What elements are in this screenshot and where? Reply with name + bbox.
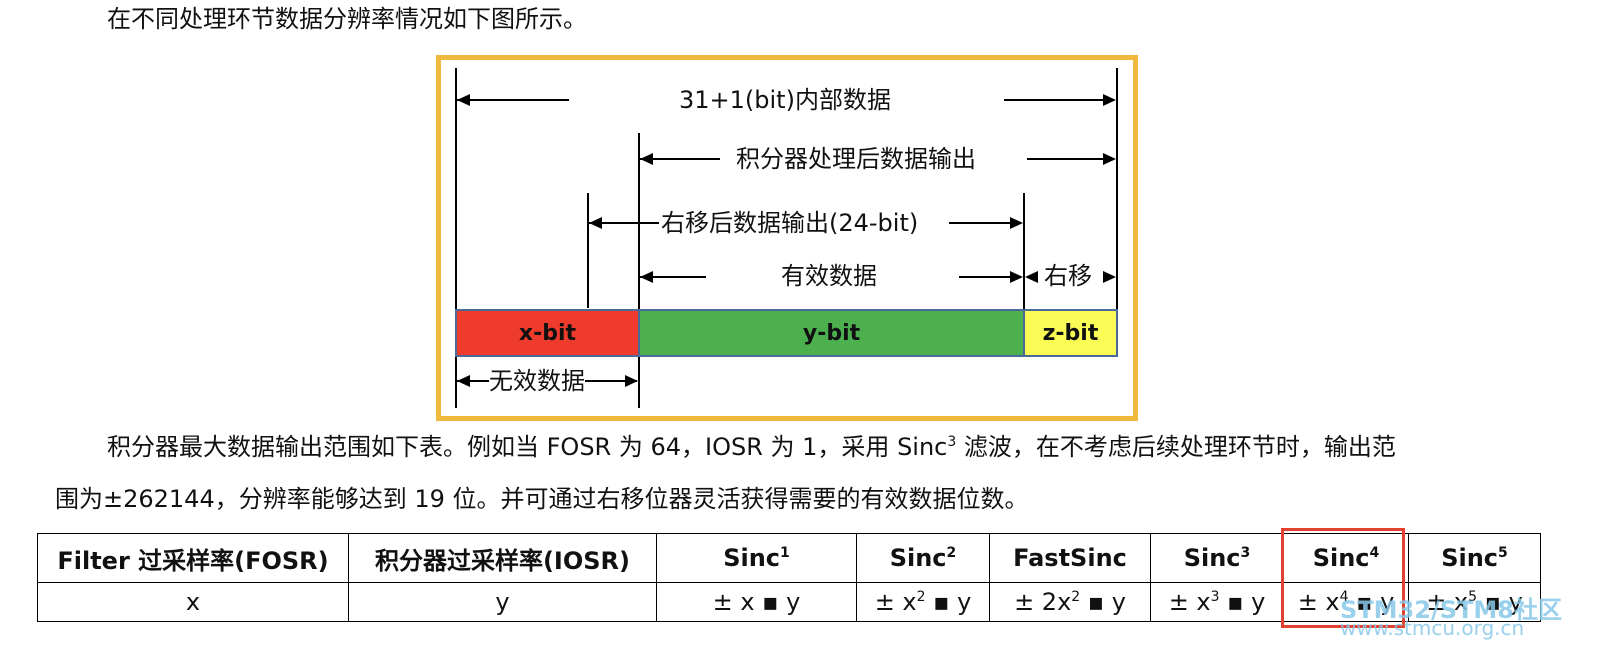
watermark-title: STM32/STM8社区 bbox=[1340, 596, 1562, 624]
label-invalid-data: 无效数据 bbox=[489, 366, 585, 396]
header-sinc5: Sinc5 bbox=[1408, 533, 1541, 583]
header-fosr: Filter 过采样率(FOSR) bbox=[37, 533, 349, 583]
boundary-line-shift bbox=[587, 193, 589, 308]
boundary-line-right bbox=[1116, 68, 1118, 310]
header-sinc1: Sinc1 bbox=[656, 533, 857, 583]
boundary-line-z bbox=[1023, 193, 1025, 311]
label-shift: 右移 bbox=[1044, 261, 1092, 291]
data-resolution-diagram: 31+1(bit)内部数据 积分器处理后数据输出 右移后数据输出(24-bit)… bbox=[436, 55, 1138, 421]
header-iosr: 积分器过采样率(IOSR) bbox=[348, 533, 657, 583]
cell-fosr: x bbox=[37, 582, 349, 622]
sinc4-highlight-box bbox=[1281, 528, 1405, 628]
intro-text: 在不同处理环节数据分辨率情况如下图所示。 bbox=[107, 5, 587, 33]
arrow-valid-left bbox=[640, 276, 706, 278]
table-row: x y ± x ▪ y ± x2 ▪ y ± 2x2 ▪ y ± x3 ▪ y … bbox=[37, 582, 1541, 622]
cell-fastsinc: ± 2x2 ▪ y bbox=[989, 582, 1151, 622]
arrow-shift-output-right bbox=[949, 222, 1021, 224]
cell-iosr: y bbox=[348, 582, 657, 622]
cell-sinc2: ± x2 ▪ y bbox=[856, 582, 990, 622]
para2-part1: 积分器最大数据输出范围如下表。例如当 FOSR 为 64，IOSR 为 1，采用… bbox=[107, 433, 948, 461]
label-shift-output: 右移后数据输出(24-bit) bbox=[661, 208, 919, 238]
arrow-shift-output-left bbox=[589, 222, 659, 224]
arrowhead-shift-right bbox=[1103, 271, 1116, 283]
header-sinc2: Sinc2 bbox=[856, 533, 990, 583]
segment-z-bit: z-bit bbox=[1023, 309, 1118, 357]
header-sinc4: Sinc4 bbox=[1283, 533, 1409, 583]
cell-sinc5: ± x5 ▪ y bbox=[1408, 582, 1541, 622]
arrow-integrator-left bbox=[640, 158, 720, 160]
cell-sinc4: ± x4 ▪ y bbox=[1283, 582, 1409, 622]
arrow-internal-left bbox=[457, 99, 569, 101]
range-description-line1: 积分器最大数据输出范围如下表。例如当 FOSR 为 64，IOSR 为 1，采用… bbox=[107, 432, 1396, 462]
cell-sinc1: ± x ▪ y bbox=[656, 582, 857, 622]
arrowhead-shift-output-right bbox=[1010, 217, 1023, 229]
arrowhead-integrator-left bbox=[640, 153, 653, 165]
boundary-line-integrator bbox=[638, 133, 640, 408]
output-range-table: Filter 过采样率(FOSR) 积分器过采样率(IOSR) Sinc1 Si… bbox=[37, 533, 1541, 622]
arrowhead-internal-right bbox=[1103, 94, 1116, 106]
label-valid-data: 有效数据 bbox=[781, 261, 877, 291]
arrowhead-shift-output-left bbox=[589, 217, 602, 229]
para2-part2: 滤波，在不考虑后续处理环节时，输出范 bbox=[956, 433, 1396, 461]
header-sinc3: Sinc3 bbox=[1150, 533, 1284, 583]
arrowhead-valid-left bbox=[640, 271, 653, 283]
watermark-url: www.stmcu.org.cn bbox=[1340, 616, 1525, 640]
arrowhead-shift-left bbox=[1025, 271, 1038, 283]
label-integrator-output: 积分器处理后数据输出 bbox=[736, 144, 976, 174]
segment-x-bit: x-bit bbox=[455, 309, 640, 357]
table-header-row: Filter 过采样率(FOSR) 积分器过采样率(IOSR) Sinc1 Si… bbox=[37, 533, 1541, 583]
arrowhead-internal-left bbox=[457, 94, 470, 106]
arrow-valid-right bbox=[959, 276, 1021, 278]
cell-sinc3: ± x3 ▪ y bbox=[1150, 582, 1284, 622]
boundary-line-left bbox=[455, 68, 457, 408]
arrowhead-valid-right bbox=[1010, 271, 1023, 283]
range-description-line2: 围为±262144，分辨率能够达到 19 位。并可通过右移位器灵活获得需要的有效… bbox=[55, 485, 1029, 513]
header-fastsinc: FastSinc bbox=[989, 533, 1151, 583]
segment-y-bit: y-bit bbox=[638, 309, 1025, 357]
label-internal-data: 31+1(bit)内部数据 bbox=[679, 85, 891, 115]
para2-sup: 3 bbox=[947, 434, 957, 450]
arrowhead-integrator-right bbox=[1103, 153, 1116, 165]
arrow-integrator-right bbox=[1027, 158, 1114, 160]
arrow-internal-right bbox=[1004, 99, 1114, 101]
